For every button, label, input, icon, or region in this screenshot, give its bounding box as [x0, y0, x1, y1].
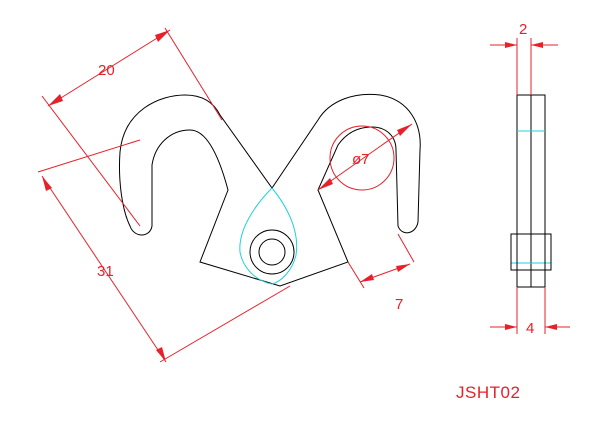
dimension-label-31: 31	[97, 263, 114, 280]
dimension-label-2: 2	[519, 21, 527, 38]
hole-reference-circle	[329, 125, 395, 191]
hook-front-view	[119, 93, 421, 287]
dimension-label-20: 20	[98, 62, 115, 79]
hidden-line-profile	[239, 187, 273, 285]
hook-outline	[119, 93, 421, 287]
dimension-20: 20	[41, 27, 223, 227]
hidden-line-profile-right	[271, 187, 298, 285]
part-code-label: JSHT02	[456, 383, 520, 402]
bolt-outer-circle	[249, 229, 295, 275]
dimension-2: 2	[490, 21, 558, 95]
dimension-31: 31	[37, 139, 291, 363]
dimension-label-diameter: ø7	[352, 151, 370, 168]
side-view: 2 4	[490, 21, 570, 337]
dimension-label-7: 7	[395, 296, 403, 313]
side-bolt-block	[510, 233, 552, 271]
dimension-label-4: 4	[526, 320, 534, 337]
dimension-diameter-7: ø7	[317, 123, 413, 191]
dimension-7: 7	[347, 233, 415, 313]
bolt-inner-circle	[258, 238, 286, 266]
dimension-4: 4	[490, 287, 570, 337]
